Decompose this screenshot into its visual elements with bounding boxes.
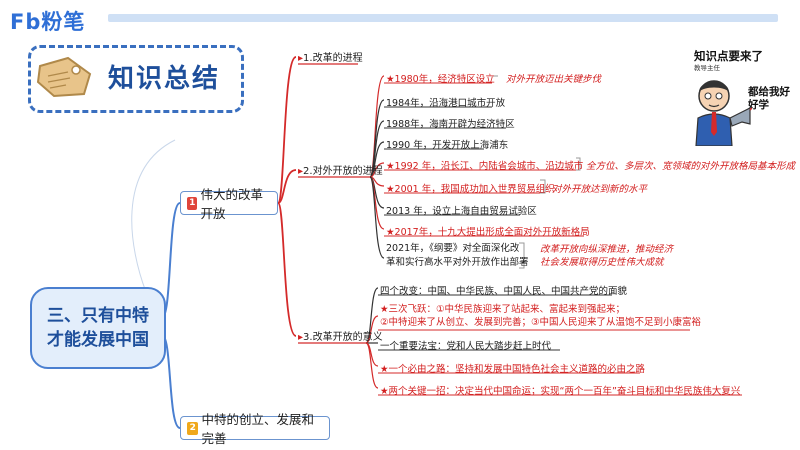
opening-note-2021: 改革开放向纵深推进，推动经济 社会发展取得历史性伟大成就 bbox=[540, 244, 674, 268]
opening-note-1980: 对外开放迈出关键步伐 bbox=[506, 74, 602, 85]
sub-reform-process[interactable]: ▸1.改革的进程 bbox=[298, 53, 363, 64]
opening-note-1992: 全方位、多层次、宽领域的对外开放格局基本形成 bbox=[586, 161, 796, 172]
branch-socialism-development[interactable]: 2 中特的创立、发展和完善 bbox=[180, 412, 330, 446]
branch-number-badge: 2 bbox=[187, 421, 199, 435]
summary-title: 知识总结 bbox=[108, 64, 221, 94]
opening-item-1990: 1990 年，开发开放上海浦东 bbox=[386, 140, 509, 151]
branch-label: 中特的创立、发展和完善 bbox=[201, 412, 314, 446]
opening-item-1980: ★1980年，经济特区设立 bbox=[386, 74, 495, 85]
significance-magic-weapon: 一个重要法宝：党和人民大踏步赶上时代 bbox=[380, 341, 552, 352]
opening-item-1988: 1988年，海南开辟为经济特区 bbox=[386, 119, 515, 130]
opening-item-1984: 1984年，沿海港口城市开放 bbox=[386, 98, 506, 109]
speech-bubble-text: 都给我好好学 bbox=[748, 86, 790, 111]
teacher-cartoon-icon bbox=[695, 80, 752, 146]
opening-note-2001: 对外开放达到新的水平 bbox=[552, 184, 648, 195]
opening-item-2001: ★2001 年，我国成功加入世界贸易组织 bbox=[386, 184, 555, 195]
branch-reform-opening[interactable]: 1 伟大的改革开放 bbox=[180, 187, 278, 221]
significance-key-move: ★两个关键一招：决定当代中国命运；实现“两个一百年”奋斗目标和中华民族伟大复兴 bbox=[380, 386, 741, 397]
sub-opening-process[interactable]: ▸2.对外开放的进程 bbox=[298, 166, 383, 177]
teacher-label: 教导主任 bbox=[694, 64, 720, 72]
price-tag-icon bbox=[36, 56, 92, 98]
significance-four-changes: 四个改变：中国、中华民族、中国人民、中国共产党的面貌 bbox=[380, 286, 628, 297]
opening-item-2021: 2021年，《纲要》对全面深化改 革和实行高水平对外开放作出部署 bbox=[386, 243, 529, 268]
significance-three-leaps: ★三次飞跃：①中华民族迎来了站起来、富起来到强起来； ②中特迎来了从创立、发展到… bbox=[380, 304, 702, 328]
opening-item-2013: 2013 年，设立上海自由贸易试验区 bbox=[386, 206, 537, 217]
branch-number-badge: 1 bbox=[187, 196, 198, 210]
sub-significance[interactable]: ▸3.改革开放的意义 bbox=[298, 332, 383, 343]
opening-item-2017: ★2017年，十九大提出形成全面对外开放新格局 bbox=[386, 227, 590, 238]
opening-item-1992: ★1992 年，沿长江、内陆省会城市、沿边城市 bbox=[386, 161, 584, 172]
root-title: 三、只有中特 才能发展中国 bbox=[47, 306, 149, 350]
mindmap-root-node[interactable]: 三、只有中特 才能发展中国 bbox=[30, 287, 166, 369]
brand-logo: Fb粉笔 bbox=[10, 10, 86, 34]
speech-bubble-title: 知识点要来了 bbox=[694, 49, 763, 63]
branch-label: 伟大的改革开放 bbox=[200, 187, 263, 221]
top-banner-bar bbox=[108, 14, 778, 22]
significance-only-path: ★一个必由之路：坚持和发展中国特色社会主义道路的必由之路 bbox=[380, 364, 646, 375]
